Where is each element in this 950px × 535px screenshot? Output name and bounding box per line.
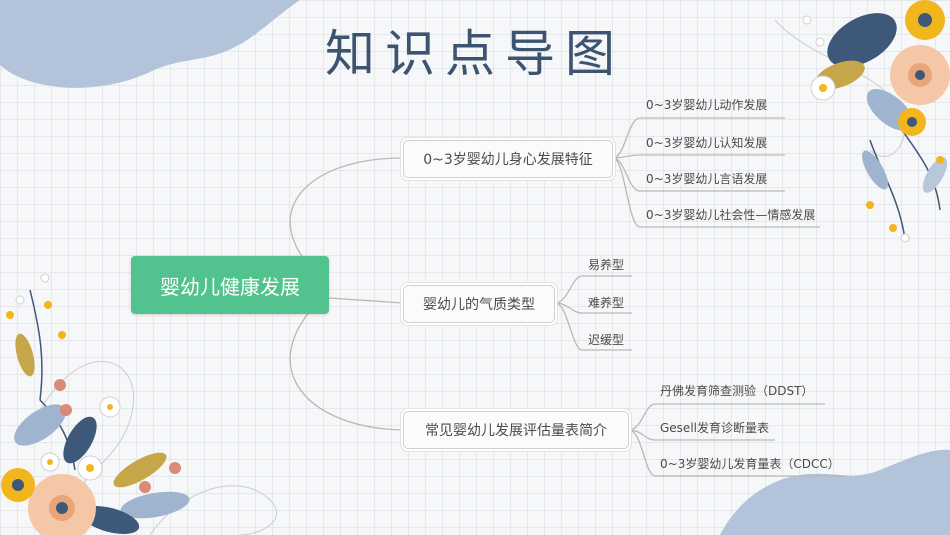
connector-b3-leaf3 [628, 429, 845, 477]
branch-node-assessment-scales[interactable]: 常见婴幼儿发展评估量表简介 [403, 411, 629, 449]
leaf-ddst[interactable]: 丹佛发育筛查测验（DDST） [660, 384, 814, 398]
top-left-blob [0, 0, 300, 88]
connector-b1-leaf2 [612, 154, 785, 159]
top-right-flowers [802, 0, 950, 243]
mindmap-root-node[interactable]: 婴幼儿健康发展 [131, 256, 329, 314]
leaf-gesell-scale[interactable]: Gesell发育诊断量表 [660, 421, 769, 435]
connector-b1-leaf1 [612, 117, 785, 159]
leaf-language-development[interactable]: 0~3岁婴幼儿言语发展 [646, 172, 768, 186]
leaf-slow-to-warm-temperament[interactable]: 迟缓型 [588, 333, 625, 347]
branch-node-temperament-types[interactable]: 婴幼儿的气质类型 [403, 285, 555, 323]
leaf-cognitive-development[interactable]: 0~3岁婴幼儿认知发展 [646, 136, 768, 150]
page-title: 知识点导图 [325, 25, 625, 83]
leaf-social-emotional-development[interactable]: 0~3岁婴幼儿社会性—情感发展 [646, 208, 816, 222]
leaf-easy-temperament[interactable]: 易养型 [588, 258, 625, 272]
connector-b2-leaf2 [554, 302, 632, 314]
leaf-cdcc[interactable]: 0~3岁婴幼儿发育量表（CDCC） [660, 457, 840, 471]
connector-b3-leaf1 [628, 403, 825, 431]
connector-b2-leaf1 [554, 275, 632, 304]
connector-b2-leaf3 [554, 302, 632, 351]
branch-node-development-characteristics[interactable]: 0~3岁婴幼儿身心发展特征 [403, 140, 613, 178]
connector-root-branch2 [328, 297, 404, 304]
bottom-left-flowers [1, 273, 190, 535]
connector-b1-leaf4 [612, 157, 820, 228]
leaf-motor-development[interactable]: 0~3岁婴幼儿动作发展 [646, 98, 768, 112]
bottom-right-blob [720, 449, 950, 535]
connector-root-branch3 [289, 291, 404, 431]
leaf-difficult-temperament[interactable]: 难养型 [588, 296, 625, 310]
connector-b3-leaf2 [628, 429, 775, 441]
